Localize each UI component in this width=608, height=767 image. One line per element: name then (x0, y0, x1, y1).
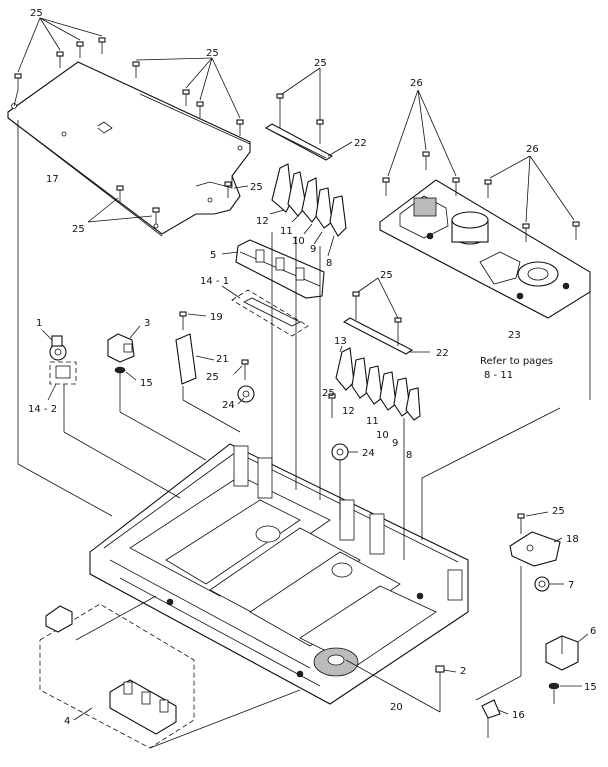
actuator-levers-lower (328, 345, 421, 421)
label-24-a: 24 (222, 400, 235, 411)
label-refer-1: Refer to pages (480, 356, 553, 367)
label-13: 13 (334, 336, 347, 347)
part-labels: 25 25 25 26 26 22 17 25 25 12 11 10 9 8 … (28, 8, 597, 727)
label-22-b: 22 (436, 348, 449, 359)
label-6: 6 (590, 626, 596, 637)
label-14-2: 14 - 2 (28, 404, 57, 415)
label-25-f: 25 (380, 270, 393, 281)
part-5-holder (221, 239, 325, 299)
part-6-block (545, 633, 589, 671)
part-16-clip (481, 699, 509, 719)
part-15-lower (548, 682, 582, 690)
part-2-screw (435, 665, 457, 692)
screws-26 (382, 89, 580, 242)
label-refer-2: 8 - 11 (484, 370, 513, 381)
label-20: 20 (390, 702, 403, 713)
label-26-a: 26 (410, 78, 423, 89)
label-11-b: 11 (366, 416, 379, 427)
label-21: 21 (216, 354, 229, 365)
label-8-b: 8 (406, 450, 412, 461)
label-25-h: 25 (322, 388, 335, 399)
label-4: 4 (64, 716, 70, 727)
label-26-b: 26 (526, 144, 539, 155)
screws-25-under-cover (87, 181, 249, 224)
label-22-a: 22 (354, 138, 367, 149)
part-18-plate (509, 531, 563, 567)
part-7-gear (534, 576, 564, 592)
part-19-screw (179, 311, 207, 330)
label-25-b: 25 (206, 48, 219, 59)
label-16: 16 (512, 710, 525, 721)
part-4-group (39, 603, 195, 749)
part-1-gear (41, 329, 67, 361)
label-12-a: 12 (256, 216, 269, 227)
label-14-1: 14 - 1 (200, 276, 229, 287)
part-24-gear-left (237, 385, 255, 405)
part-25-right (517, 511, 549, 534)
label-15-b: 15 (584, 682, 597, 693)
label-10-b: 10 (376, 430, 389, 441)
part-3-bracket (107, 325, 141, 363)
part-25-mid (233, 359, 249, 380)
label-5: 5 (210, 250, 216, 261)
label-1: 1 (36, 318, 42, 329)
label-24-b: 24 (362, 448, 375, 459)
bracket-22-upper (264, 67, 353, 161)
label-12-b: 12 (342, 406, 355, 417)
label-2: 2 (460, 666, 466, 677)
assembly-guide-lines (17, 120, 591, 749)
label-15-a: 15 (140, 378, 153, 389)
screws-25-top-left (13, 17, 106, 107)
part-15-upper (114, 366, 137, 381)
label-19: 19 (210, 312, 223, 323)
label-7: 7 (568, 580, 574, 591)
top-cover-plate-17 (7, 61, 251, 237)
label-3: 3 (144, 318, 150, 329)
part-14-2 (47, 361, 77, 401)
screws-25-top-right (132, 57, 244, 136)
part-21-plate (175, 333, 215, 385)
label-25-e: 25 (72, 224, 85, 235)
label-9-a: 9 (310, 244, 316, 255)
label-25-d: 25 (250, 182, 263, 193)
main-chassis-20 (89, 443, 469, 705)
label-9-b: 9 (392, 438, 398, 449)
label-11-a: 11 (280, 226, 293, 237)
actuator-levers-upper (269, 163, 347, 257)
label-23: 23 (508, 330, 521, 341)
bracket-22-lower (342, 277, 430, 355)
label-10-a: 10 (292, 236, 305, 247)
label-25-i: 25 (552, 506, 565, 517)
part-24-gear-right (331, 443, 358, 461)
part-14-1 (221, 285, 309, 337)
label-8-a: 8 (326, 258, 332, 269)
label-18: 18 (566, 534, 579, 545)
label-17: 17 (46, 174, 59, 185)
label-25-g: 25 (206, 372, 219, 383)
label-25-a: 25 (30, 8, 43, 19)
cassette-mechanism-23 (379, 179, 591, 319)
label-25-c: 25 (314, 58, 327, 69)
